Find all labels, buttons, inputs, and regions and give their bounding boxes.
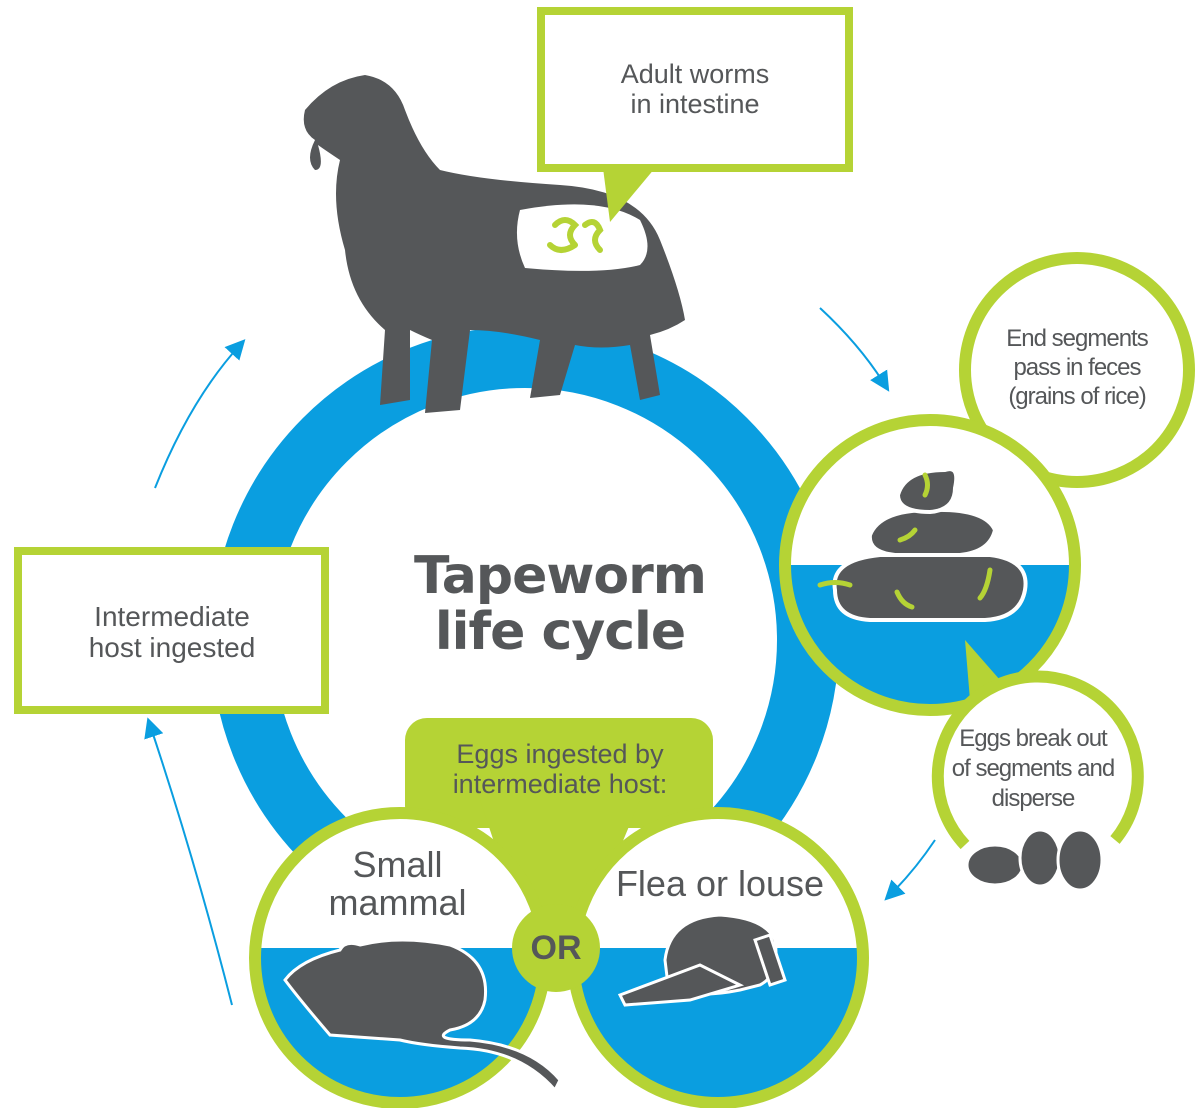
eggs-icon (965, 828, 1104, 892)
or-label: OR (530, 929, 582, 967)
eggs-break-line-1: Eggs break out (959, 725, 1107, 752)
arrow-dog-to-feces (819, 307, 890, 392)
small-mammal-line-2: mammal (328, 881, 467, 923)
or-badge (512, 904, 600, 992)
adult-worms-callout (537, 7, 853, 222)
adult-worms-label: Adult worms in intestine (545, 59, 845, 119)
adult-worms-line-1: Adult worms (620, 59, 770, 89)
flea-label: Flea or louse (615, 863, 825, 904)
adult-worms-line-2: in intestine (630, 88, 760, 119)
arrow-up-left-upper (154, 339, 246, 489)
eggs-break-callout (931, 640, 1144, 892)
end-segments-label: End segments pass in feces (grains of ri… (977, 325, 1177, 411)
small-mammal-label: Small mammal (300, 846, 495, 922)
small-mammal-line-1: Small (352, 844, 443, 885)
eggs-break-line-3: disperse (991, 785, 1076, 812)
title-line-2: life cycle (434, 602, 686, 663)
intermediate-ingested-label: Intermediate host ingested (22, 601, 322, 664)
arrow-up-left-lower (144, 717, 233, 1006)
eggs-ingested-line-2: intermediate host: (452, 768, 668, 799)
end-segments-line-3: (grains of rice) (1008, 382, 1146, 410)
eggs-break-label: Eggs break out of segments and disperse (938, 724, 1128, 814)
feces-icon (832, 467, 1028, 622)
dog-icon (303, 75, 685, 413)
title-line-1: Tapeworm (414, 546, 707, 606)
intermediate-host-box (14, 547, 329, 714)
flea-circle (567, 807, 869, 1108)
eggs-ingested-line-1: Eggs ingested by (456, 739, 664, 769)
intermediate-ingested-line-2: host ingested (88, 631, 256, 663)
arrow-eggs-to-hosts (884, 839, 936, 901)
end-segments-line-1: End segments (1006, 325, 1148, 352)
end-segments-line-2: pass in feces (1013, 353, 1141, 381)
intermediate-ingested-line-1: Intermediate (94, 601, 250, 632)
diagram-title: Tapeworm life cycle (380, 548, 740, 660)
eggs-break-line-2: of segments and (951, 755, 1115, 782)
eggs-ingested-label: Eggs ingested by intermediate host: (410, 739, 710, 799)
flea-icon (617, 913, 787, 1007)
rat-icon (283, 938, 562, 1093)
